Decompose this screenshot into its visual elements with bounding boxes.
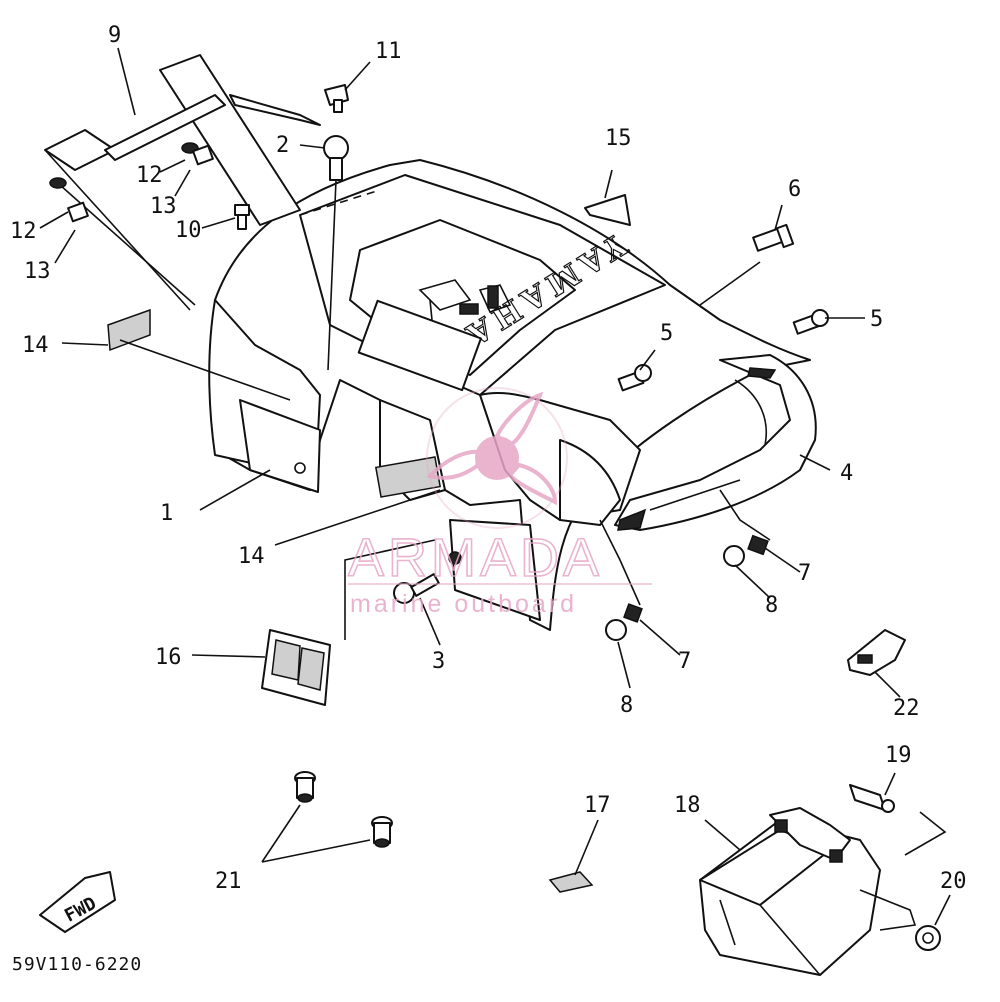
callout-8a: 8 (765, 593, 778, 618)
callout-labels: 9 11 2 12 13 12 13 10 14 15 6 5 5 4 1 14… (10, 23, 967, 975)
callout-9: 9 (108, 23, 121, 48)
callout-7b: 7 (678, 649, 691, 674)
stay-plate (44, 54, 321, 311)
bolt-6 (752, 223, 795, 252)
fwd-arrow: FWD (39, 871, 116, 933)
bolt-5-upper (792, 309, 829, 335)
bolt-3 (393, 573, 440, 604)
callout-1: 1 (160, 501, 173, 526)
callout-17: 17 (584, 793, 611, 818)
nut-8-lower (605, 619, 627, 641)
watermark: ARMADA marine outboard (347, 387, 652, 618)
nut-13-left (67, 201, 89, 223)
decal-15 (584, 194, 631, 226)
mudflap-bracket (614, 354, 817, 531)
diagram-code: 59V110-6220 (12, 954, 142, 975)
rear-fender: YAMAHA (208, 159, 811, 631)
callout-21: 21 (215, 869, 242, 894)
callout-2: 2 (276, 133, 289, 158)
callout-13b: 13 (24, 259, 51, 284)
bolt-2 (323, 135, 349, 371)
callout-12a: 12 (136, 163, 163, 188)
nut-13-right (192, 144, 214, 166)
callout-13a: 13 (150, 194, 177, 219)
callout-5a: 5 (870, 307, 883, 332)
propeller-logo (426, 387, 568, 529)
callout-19: 19 (885, 743, 912, 768)
callout-14b: 14 (238, 544, 265, 569)
callout-4: 4 (840, 461, 853, 486)
callout-14a: 14 (22, 333, 49, 358)
callout-10: 10 (175, 218, 202, 243)
grommet-21-lower (371, 816, 393, 848)
callout-7a: 7 (798, 561, 811, 586)
callout-18: 18 (674, 793, 701, 818)
callout-16: 16 (155, 645, 182, 670)
bolt-19 (849, 784, 895, 813)
grommet-21-upper (294, 771, 316, 803)
washer-12-left (49, 177, 67, 189)
callout-6: 6 (788, 177, 801, 202)
bolt-5-lower (617, 364, 652, 392)
label-14-left (107, 308, 151, 352)
toolbox-18 (699, 807, 917, 976)
callout-20: 20 (940, 869, 967, 894)
bolt-10 (234, 204, 250, 230)
reflector-16 (261, 629, 331, 706)
callout-22: 22 (893, 696, 920, 721)
callout-5b: 5 (660, 321, 673, 346)
callout-15: 15 (605, 126, 632, 151)
callout-12b: 12 (10, 219, 37, 244)
nut-7-right (747, 534, 769, 556)
watermark-tagline: marine outboard (350, 590, 577, 618)
nut-7-lower (623, 603, 643, 623)
callout-11: 11 (375, 39, 402, 64)
bolt-11 (324, 84, 349, 113)
nut-8-right (723, 545, 745, 567)
nut-20 (915, 925, 941, 951)
leader-lines (39, 47, 951, 926)
callout-8b: 8 (620, 693, 633, 718)
callout-3: 3 (432, 649, 445, 674)
clip-22 (847, 629, 906, 676)
watermark-name: ARMADA (348, 528, 603, 588)
pad-17 (548, 871, 594, 893)
